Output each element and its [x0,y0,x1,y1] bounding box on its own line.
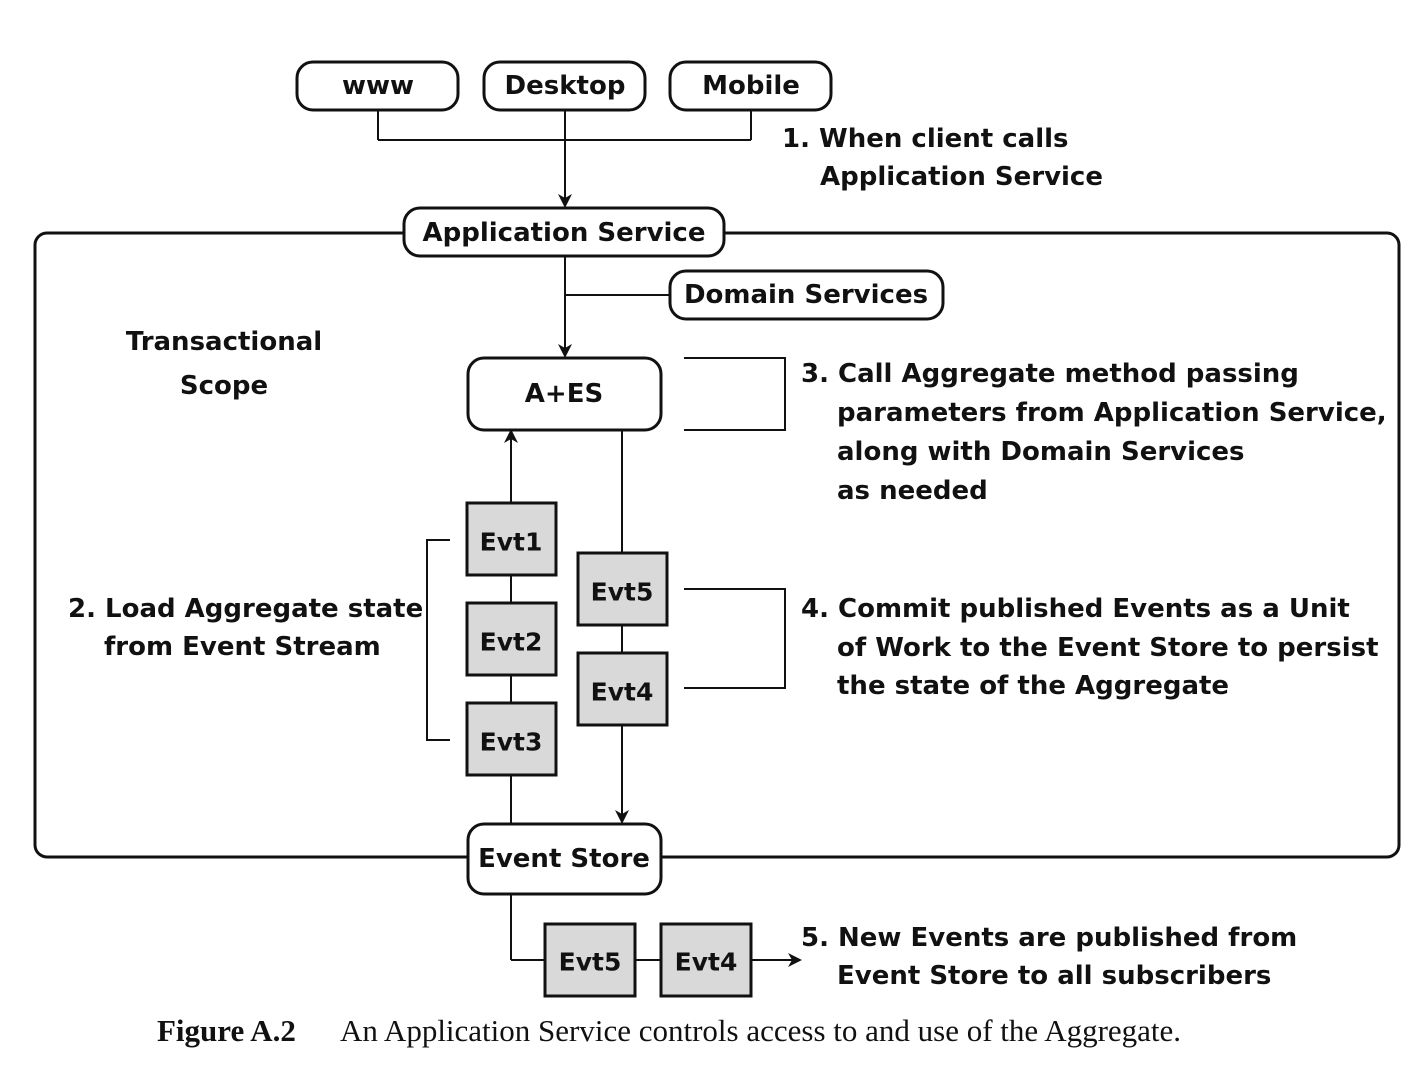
evt2-label: Evt2 [480,628,543,657]
step5-note: 5. New Events are published from Event S… [801,923,1297,991]
step4-note: 4. Commit published Events as a Unit of … [801,594,1379,701]
client-www: www [295,60,460,112]
domain-services-node: Domain Services [668,269,945,321]
scope-label-line1: Transactional [126,327,322,357]
published-event-box-evt4: Evt4 [659,922,753,998]
scope-label-line2: Scope [180,371,268,401]
step3-line2: parameters from Application Service, [837,398,1387,428]
evt5-label: Evt5 [591,578,654,607]
step2-line1: 2. Load Aggregate state [68,594,423,624]
publish-path-connectors [510,894,802,967]
step5-line2: Event Store to all subscribers [837,961,1271,991]
domain-services-label: Domain Services [684,280,928,310]
step2-line2: from Event Stream [104,632,381,662]
step2-bracket [426,539,450,741]
aggregate-node: A+ES [466,356,663,432]
step3-note: 3. Call Aggregate method passing paramet… [801,359,1387,506]
figure-caption: Figure A.2 An Application Service contro… [157,1013,1181,1048]
event-box-evt2: Evt2 [465,601,558,677]
evt1-label: Evt1 [480,528,543,557]
step4-line2: of Work to the Event Store to persist [837,633,1379,663]
client-mobile: Mobile [668,60,833,112]
step3-line4: as needed [837,476,988,506]
client-connectors [377,110,752,208]
aggregate-label: A+ES [525,379,603,409]
event-store-label: Event Store [478,844,650,874]
step5-line1: 5. New Events are published from [801,923,1297,953]
evt4-label: Evt4 [591,678,654,707]
client-desktop-label: Desktop [505,71,626,101]
step1-line1: 1. When client calls [782,124,1069,154]
figure-caption-label: Figure A.2 [157,1013,296,1048]
figure-caption-text: An Application Service controls access t… [340,1013,1181,1048]
published-event-box-evt5: Evt5 [543,922,637,998]
published-evt4-label: Evt4 [675,948,738,977]
client-mobile-label: Mobile [702,71,800,101]
event-box-evt3: Evt3 [465,701,558,777]
published-evt5-label: Evt5 [559,948,622,977]
event-store-node: Event Store [466,822,663,896]
step1-note: 1. When client calls Application Service [782,124,1103,192]
service-connectors [558,256,670,358]
application-service-label: Application Service [423,218,706,248]
event-box-evt1: Evt1 [465,501,558,577]
step4-line1: 4. Commit published Events as a Unit [801,594,1350,624]
step4-line3: the state of the Aggregate [837,671,1229,701]
event-box-evt4: Evt4 [576,651,669,727]
step2-note: 2. Load Aggregate state from Event Strea… [68,594,423,662]
evt3-label: Evt3 [480,728,543,757]
step1-line2: Application Service [820,162,1103,192]
event-box-evt5: Evt5 [576,551,669,627]
application-service-node: Application Service [402,206,726,258]
client-desktop: Desktop [482,60,647,112]
step3-line1: 3. Call Aggregate method passing [801,359,1299,389]
client-www-label: www [342,71,414,101]
step4-bracket [684,588,786,689]
step3-bracket [684,357,786,431]
step3-line3: along with Domain Services [837,437,1245,467]
